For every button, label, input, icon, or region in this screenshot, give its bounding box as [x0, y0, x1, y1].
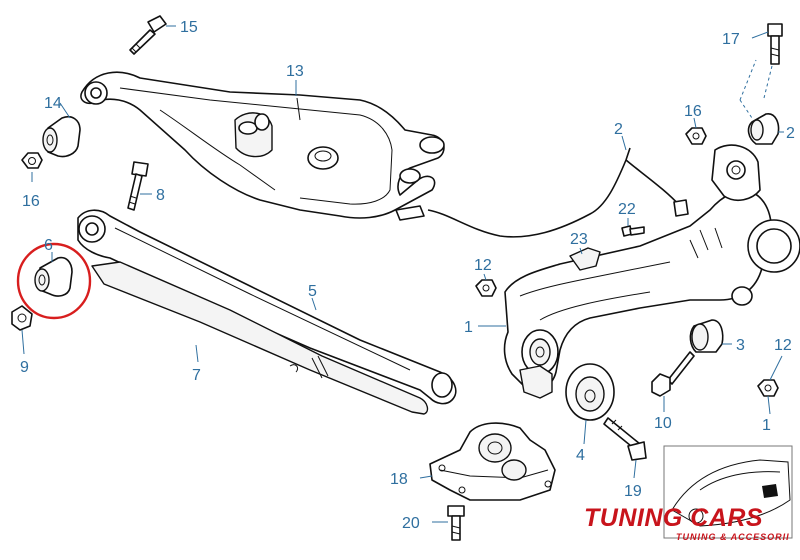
nut-12-right — [757, 379, 779, 397]
callout-2-right: 2 — [786, 125, 795, 142]
callout-18: 18 — [390, 471, 408, 488]
lower-long-arm-5-7 — [77, 209, 457, 415]
nut-16-right — [685, 127, 707, 145]
bolt-17 — [767, 23, 783, 65]
logo-main-text: TUNING CARS — [584, 504, 763, 532]
bushing-3 — [689, 319, 724, 353]
tuning-cars-logo: TUNING CARS TUNING & ACCESORII — [584, 504, 790, 542]
bolt-8 — [127, 161, 149, 211]
callout-2-cable: 2 — [614, 121, 623, 138]
nut-12-left — [475, 279, 497, 297]
callout-22: 22 — [618, 201, 636, 218]
nut-9 — [11, 305, 33, 331]
bushing-2 — [747, 113, 780, 145]
callout-1-right: 1 — [762, 417, 771, 434]
nut-16-left — [21, 152, 43, 169]
bracket-23 — [569, 247, 601, 271]
callout-16-left: 16 — [22, 193, 40, 210]
bushing-14 — [42, 115, 81, 158]
callout-8: 8 — [156, 187, 165, 204]
vehicle-location-inset — [663, 445, 793, 539]
highlight-circle-6 — [16, 242, 92, 320]
callout-7: 7 — [192, 367, 201, 384]
callout-4: 4 — [576, 447, 585, 464]
callout-14: 14 — [44, 95, 62, 112]
callout-15: 15 — [180, 19, 198, 36]
bolt-19 — [603, 417, 647, 461]
callout-10: 10 — [654, 415, 672, 432]
callout-16-right: 16 — [684, 103, 702, 120]
callout-23: 23 — [570, 231, 588, 248]
bushing-6 — [34, 256, 73, 297]
callout-9: 9 — [20, 359, 29, 376]
callout-17: 17 — [722, 31, 740, 48]
abs-sensor-cable-2 — [395, 147, 689, 238]
callout-12-right: 12 — [774, 337, 792, 354]
callout-12-left: 12 — [474, 257, 492, 274]
screw-22 — [621, 225, 645, 237]
callout-3: 3 — [736, 337, 745, 354]
callout-19: 19 — [624, 483, 642, 500]
bolt-15 — [129, 15, 167, 55]
mount-18 — [429, 422, 556, 501]
callout-5: 5 — [308, 283, 317, 300]
bolt-20 — [447, 505, 465, 541]
bushing-4 — [565, 363, 615, 421]
callout-1-left: 1 — [464, 319, 473, 336]
leader-lines — [21, 25, 784, 523]
callout-labels: 15 13 14 16 8 6 9 7 5 2 22 23 12 1 17 16… — [20, 19, 795, 532]
upper-control-arm-13 — [80, 71, 445, 219]
callout-20: 20 — [402, 515, 420, 532]
bolt-10 — [651, 351, 695, 397]
wheel-carrier-1 — [503, 144, 800, 399]
callout-6: 6 — [44, 237, 53, 254]
logo-sub-text: TUNING & ACCESORII — [676, 532, 790, 542]
callout-13: 13 — [286, 63, 304, 80]
